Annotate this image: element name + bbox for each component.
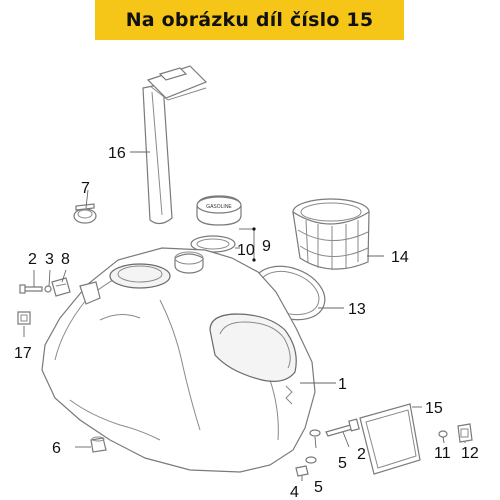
part-4-nut	[295, 465, 309, 477]
part-5-washer-lower	[305, 429, 321, 464]
callout-4: 4	[290, 484, 299, 500]
callout-16: 16	[108, 145, 126, 162]
callout-9-dot-b	[252, 258, 256, 262]
callout-7: 7	[81, 180, 90, 197]
leader-lines	[23, 151, 466, 481]
callout-5-right: 5	[338, 455, 347, 472]
callout-2-upper: 2	[28, 251, 37, 268]
callout-13: 13	[348, 301, 366, 318]
cap-emblem: GASOLINE	[206, 204, 232, 210]
part-1-fuel-tank	[41, 247, 316, 473]
part-6-spacer	[90, 436, 107, 453]
title-banner: Na obrázku díl číslo 15	[95, 0, 404, 40]
part-9-fuel-cap: GASOLINE	[196, 195, 242, 226]
callout-15: 15	[425, 400, 443, 417]
callout-3: 3	[45, 251, 54, 268]
part-10-gasket	[190, 235, 236, 253]
callout-1: 1	[338, 376, 347, 393]
part-15-cover-plate	[359, 403, 421, 475]
callout-10: 10	[237, 242, 255, 259]
callout-2-lower: 2	[357, 446, 366, 463]
callout-14: 14	[391, 249, 409, 266]
callout-labels: 16 7 9 10 14 13 1 2 3 8 17 6 15 2 5 5 4 …	[14, 145, 479, 500]
callout-17: 17	[14, 345, 32, 362]
title-text: Na obrázku díl číslo 15	[125, 9, 374, 31]
part-3-washer	[44, 285, 52, 293]
part-11-washer	[438, 430, 448, 438]
callout-8: 8	[61, 251, 70, 268]
part-2-bolt-lower	[325, 418, 360, 437]
callout-11: 11	[434, 445, 451, 462]
callout-12: 12	[461, 445, 479, 462]
part-16-fuel-sender	[142, 65, 208, 225]
part-8-bracket	[51, 277, 71, 297]
callout-6: 6	[52, 440, 61, 457]
part-2-bolt-upper	[19, 284, 43, 294]
part-12-clip-nut	[457, 423, 473, 443]
callout-9: 9	[262, 238, 271, 255]
tank-bracket-left	[79, 281, 101, 305]
callout-9-dot-a	[252, 227, 256, 231]
part-7-clamp	[73, 203, 97, 224]
callout-5-bottom: 5	[314, 479, 323, 496]
part-14-filler-ring	[292, 198, 370, 270]
part-17-clip-nut	[17, 311, 31, 325]
